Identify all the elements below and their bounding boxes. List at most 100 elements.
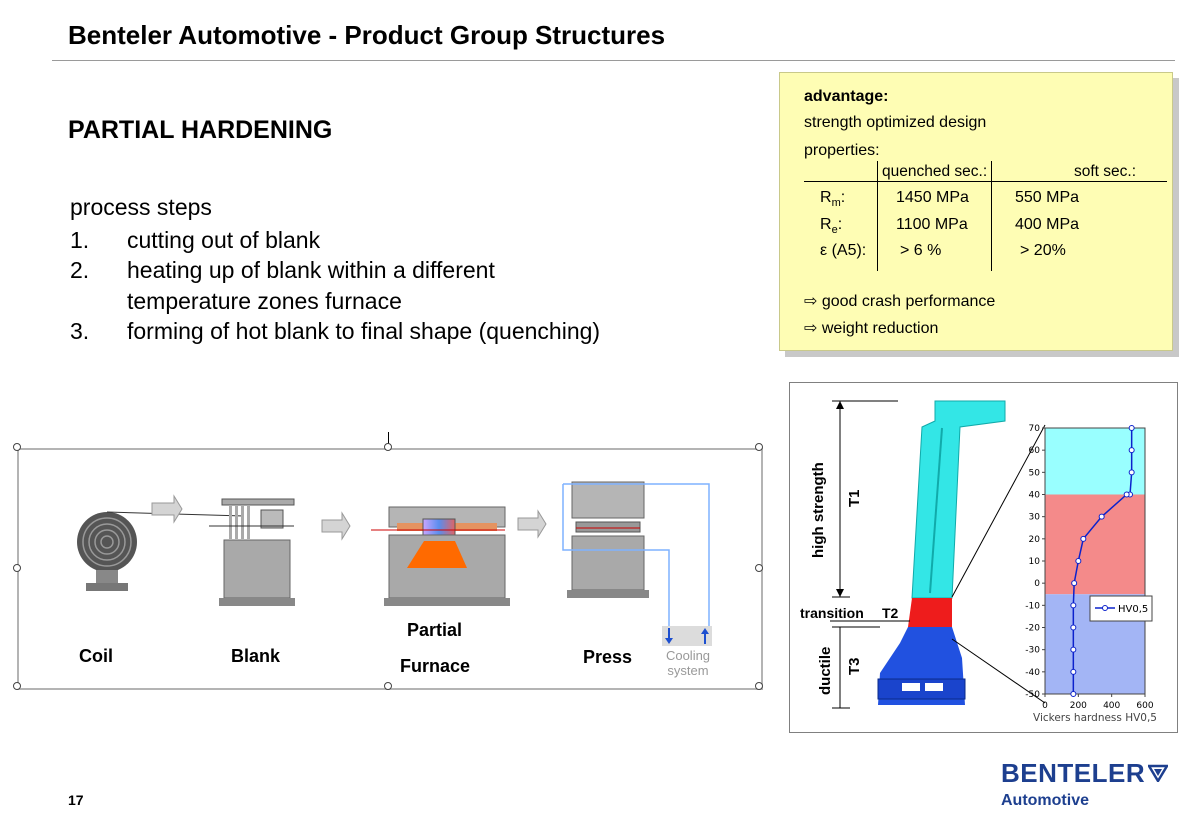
press-icon [562, 481, 710, 630]
logo-triangle-icon [1146, 764, 1170, 784]
y-tick-label: 0 [1034, 579, 1040, 589]
legend-swatch-marker [1102, 605, 1108, 611]
column-header-soft: soft sec.: [1074, 163, 1137, 180]
process-step-list: 1. cutting out of blank 2. heating up of b… [70, 225, 710, 347]
quenched-value: 1450 MPa [896, 189, 969, 206]
x-tick-label: 0 [1042, 701, 1048, 711]
hardness-band [1045, 428, 1145, 495]
process-step: 1. cutting out of blank [70, 225, 710, 256]
y-tick-label: -40 [1025, 668, 1040, 678]
resize-handle[interactable] [755, 682, 763, 690]
coil-icon [77, 511, 245, 591]
step-text: cutting out of blank [127, 226, 321, 253]
furnace-label-line1: Partial [407, 620, 463, 640]
furnace-label-line2: Furnace [400, 656, 471, 676]
soft-value: 400 MPa [1015, 216, 1080, 233]
page-number: 17 [68, 792, 84, 808]
resize-handle[interactable] [13, 564, 21, 572]
arrow-icon: ⇨ [804, 320, 818, 337]
data-point [1098, 513, 1105, 520]
table-header-rule [804, 181, 1167, 182]
data-point [1071, 580, 1078, 587]
x-tick-label: 600 [1136, 701, 1153, 711]
zone-label-t3: T3 [846, 657, 863, 675]
y-tick-label: -30 [1025, 646, 1040, 656]
y-tick-label: -20 [1025, 624, 1040, 634]
resize-handle[interactable] [13, 682, 21, 690]
y-tick-label: 70 [1029, 424, 1041, 434]
advantage-note-box: advantage: strength optimized design pro… [779, 72, 1173, 351]
property-symbol: ε (A5): [820, 242, 867, 259]
quenched-value: 1100 MPa [896, 216, 968, 233]
table-column-divider [991, 161, 992, 271]
step-text: forming of hot blank to final shape (que… [127, 318, 601, 344]
benefit-item: ⇨ weight reduction [804, 320, 939, 337]
blank-label: Blank [231, 646, 281, 666]
step-number: 1. [70, 226, 90, 253]
brand-subtitle: Automotive [1001, 792, 1089, 809]
x-tick-label: 400 [1103, 701, 1120, 711]
benefit-item: ⇨ good crash performance [804, 293, 996, 310]
press-label: Press [583, 647, 633, 667]
resize-handle[interactable] [384, 443, 392, 451]
cutting-press-icon [209, 498, 295, 606]
process-intro: process steps [70, 194, 212, 220]
step-text: heating up of blank within a different t… [127, 257, 495, 314]
zone-label-t1: T1 [846, 489, 863, 507]
data-point [1070, 646, 1077, 653]
zone-label-ductile: ductile [817, 646, 834, 695]
resize-handle[interactable] [384, 682, 392, 690]
process-steps: process steps 1. cutting out of blank 2. h… [70, 192, 710, 347]
y-tick-label: 30 [1029, 513, 1041, 523]
y-tick-label: -50 [1025, 690, 1040, 700]
data-point [1070, 668, 1077, 675]
column-header-quenched: quenched sec.: [882, 163, 988, 180]
coil-label: Coil [79, 646, 113, 666]
data-point [1128, 447, 1135, 454]
cooling-system-icon [662, 626, 712, 646]
brand-name: BENTELER [1001, 758, 1146, 788]
resize-handle[interactable] [755, 443, 763, 451]
data-point [1075, 558, 1082, 564]
y-tick-label: 20 [1029, 535, 1041, 545]
hardness-band [1045, 494, 1145, 595]
step-number: 3. [70, 318, 90, 344]
arrow-icon [151, 494, 547, 541]
x-tick-label: 200 [1070, 701, 1087, 711]
y-tick-label: 40 [1029, 491, 1041, 501]
legend-label: HV0,5 [1118, 604, 1148, 615]
x-axis-label: Vickers hardness HV0,5 [1033, 712, 1157, 724]
zone-label-high-strength: high strength [810, 462, 827, 558]
rotation-handle-stem [388, 432, 389, 448]
data-point [1128, 469, 1135, 476]
process-diagram-illustration [77, 481, 712, 646]
data-point [1128, 425, 1135, 431]
data-point [1070, 602, 1077, 609]
arrow-icon: ⇨ [804, 293, 818, 310]
process-step: 3. forming of hot blank to final shape (q… [70, 316, 710, 347]
process-diagram[interactable]: Coil Blank Partial Furnace Press Cooling… [17, 448, 763, 690]
data-point [1123, 491, 1130, 498]
data-point [1070, 691, 1077, 697]
resize-handle[interactable] [755, 564, 763, 572]
zone-label-transition: transition [800, 605, 864, 621]
properties-label: properties: [804, 142, 880, 159]
table-column-divider [877, 161, 878, 271]
y-tick-label: 50 [1029, 468, 1041, 478]
advantage-label: advantage: [804, 88, 889, 105]
section-heading: PARTIAL HARDENING [68, 116, 333, 144]
furnace-icon [371, 506, 510, 606]
y-tick-label: 60 [1029, 446, 1041, 456]
series-line [1072, 428, 1133, 694]
y-tick-label: -10 [1025, 601, 1040, 611]
data-point [1070, 624, 1077, 631]
soft-value: 550 MPa [1015, 189, 1080, 206]
soft-value: > 20% [1020, 242, 1066, 259]
step-number: 2. [70, 257, 90, 283]
resize-handle[interactable] [13, 443, 21, 451]
title-divider [52, 60, 1175, 61]
zone-label-t2: T2 [882, 605, 899, 621]
